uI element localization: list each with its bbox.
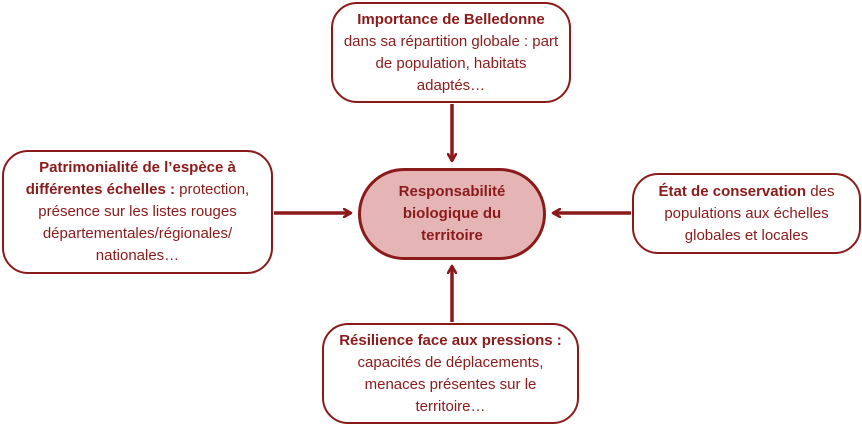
node-right-text: des populations aux échelles globales et…: [664, 182, 835, 244]
node-responsabilite-biologique: Responsabilité biologique du territoire: [358, 168, 546, 260]
node-top-text: dans sa répartition globale : part de po…: [343, 32, 559, 94]
node-top-title: Importance de Belledonne: [357, 10, 545, 28]
node-left-title: Patrimonialité de l’espèce à différentes…: [25, 159, 236, 198]
node-etat-conservation: État de conservation des populations aux…: [632, 173, 861, 254]
node-importance-belledonne: Importance de Belledonne dans sa réparti…: [331, 2, 571, 103]
center-label: Responsabilité biologique du territoire: [398, 183, 506, 244]
node-patrimonialite: Patrimonialité de l’espèce à différentes…: [2, 150, 273, 274]
node-resilience-pressions: Résilience face aux pressions : capacité…: [322, 323, 579, 424]
node-bottom-title: Résilience face aux pressions :: [339, 331, 562, 349]
node-right-title: État de conservation: [658, 182, 807, 200]
node-bottom-text: capacités de déplacements, menaces prése…: [357, 353, 544, 415]
node-left-text: protection, présence sur les listes roug…: [38, 181, 250, 264]
